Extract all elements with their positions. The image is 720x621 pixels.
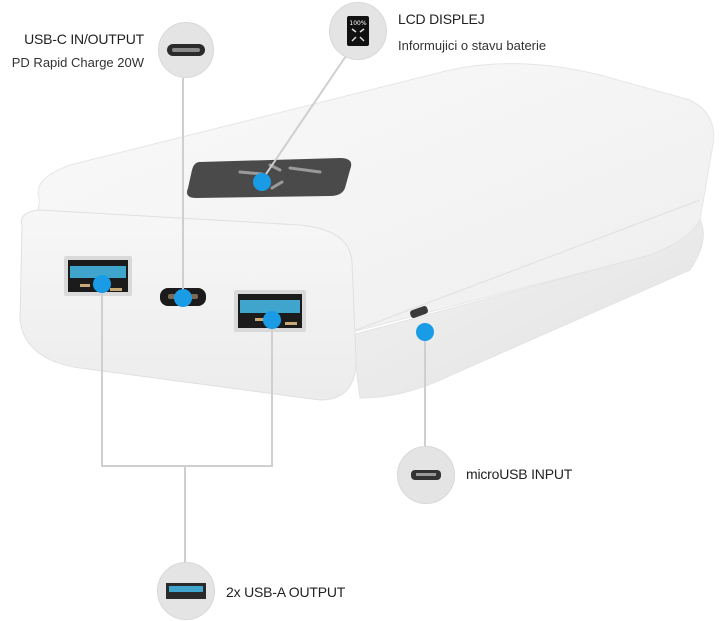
usb-c-port-icon xyxy=(167,44,205,56)
usb-c-title: USB-C IN/OUTPUT xyxy=(24,31,144,47)
leader-line-usb-a xyxy=(101,284,273,467)
svg-text:100%: 100% xyxy=(349,20,366,27)
micro-usb-port-side xyxy=(410,306,428,318)
micro-usb-port-icon xyxy=(411,470,441,480)
lcd-bubble: 100% xyxy=(329,2,387,60)
micro-usb-title: microUSB INPUT xyxy=(466,466,573,482)
usb-a-port-icon xyxy=(166,583,206,599)
leader-line-lcd xyxy=(261,49,351,181)
lcd-display-icon: 100% xyxy=(347,16,369,46)
usb-a-title: 2x USB-A OUTPUT xyxy=(226,584,346,600)
usb-c-bubble xyxy=(158,22,214,78)
hotspot-usb-a-right xyxy=(263,311,281,329)
micro-usb-bubble xyxy=(397,446,455,504)
usb-c-subtitle: PD Rapid Charge 20W xyxy=(11,55,144,70)
hotspot-usb-c xyxy=(174,289,192,307)
hotspot-lcd xyxy=(253,173,271,191)
lcd-title: LCD DISPLEJ xyxy=(398,11,485,27)
device-side-surface xyxy=(351,218,704,399)
hotspot-usb-a-left xyxy=(93,275,111,293)
lcd-subtitle: Informujici o stavu baterie xyxy=(398,38,547,53)
hotspot-micro-usb xyxy=(416,323,434,341)
usb-a-bubble xyxy=(157,562,215,620)
